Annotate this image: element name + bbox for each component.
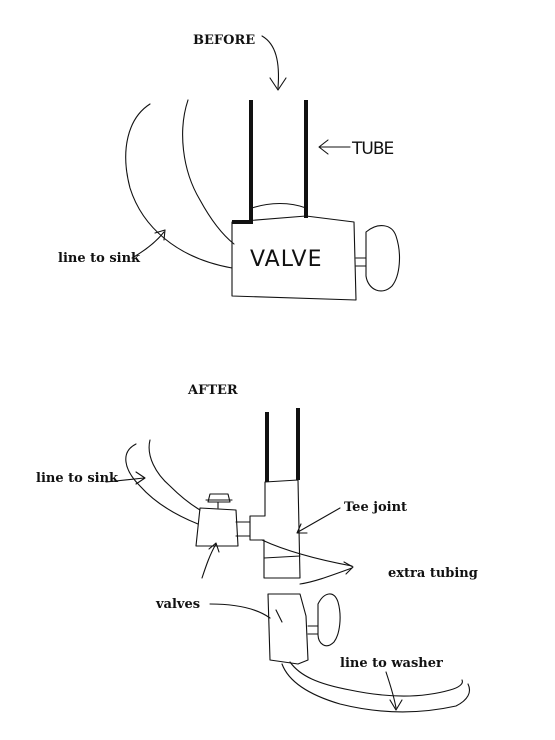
- after-heading: AFTER: [187, 383, 238, 398]
- before-sink-label-arrowhead: [154, 229, 166, 241]
- tee-joint-arrowhead: [296, 523, 308, 534]
- before-sink-label: line to sink: [58, 251, 141, 266]
- before-sink-label-arrow: [131, 231, 165, 259]
- after-side-connector: [235, 521, 251, 537]
- before-sink-line-outer: [125, 103, 233, 269]
- before-pointer-arrowhead: [269, 77, 287, 91]
- valves-arrow-upper: [201, 543, 217, 579]
- extra-tubing-arrowhead: [343, 561, 354, 575]
- tube-label-arrowhead: [318, 139, 329, 155]
- valves-arrowhead-upper: [208, 542, 220, 553]
- after-sink-label-arrowhead: [135, 471, 146, 485]
- before-heading: BEFORE: [193, 33, 255, 48]
- tee-joint-inner-line: [263, 555, 301, 559]
- tee-joint-body: [249, 479, 301, 579]
- valve-label: VALVE: [250, 247, 322, 272]
- washer-label-arrow: [385, 671, 397, 709]
- before-valve-knob: [365, 225, 401, 292]
- after-lower-valve: [267, 593, 309, 665]
- washer-line-inner: [289, 661, 463, 697]
- after-sink-label: line to sink: [36, 471, 119, 486]
- after-section: AFTER line to sink Tee joint extra tubin…: [36, 383, 478, 713]
- after-lower-valve-knob: [317, 593, 341, 647]
- before-tube-left-wall: [232, 100, 253, 224]
- after-lower-valve-stem: [307, 625, 319, 635]
- after-sink-line-outer: [125, 443, 199, 525]
- extra-tubing-arrow-bottom: [299, 567, 353, 585]
- tube-label: TUBE: [351, 139, 393, 159]
- after-sink-label-arrow: [105, 477, 145, 483]
- extra-tubing-label: extra tubing: [388, 566, 478, 581]
- before-section: BEFORE TUBE VALVE line to sink: [58, 33, 401, 301]
- before-valve-body: [231, 215, 357, 301]
- after-left-valve: [195, 507, 239, 547]
- before-pointer-arrow: [261, 35, 280, 89]
- washer-label: line to washer: [340, 656, 443, 671]
- after-left-valve-knob: [205, 493, 233, 509]
- tee-joint-label: Tee joint: [344, 500, 407, 515]
- valves-label: valves: [155, 597, 200, 612]
- extra-tubing-arrow-top: [261, 539, 353, 567]
- washer-line-outer: [281, 663, 471, 713]
- valves-arrow-lower: [209, 603, 271, 619]
- washer-label-arrowhead: [389, 699, 403, 711]
- before-sink-line-inner: [182, 99, 235, 245]
- after-sink-line-inner: [148, 439, 201, 511]
- tee-joint-arrow: [297, 507, 341, 533]
- after-lower-valve-detail: [275, 609, 283, 623]
- before-valve-stem: [355, 257, 367, 267]
- before-tube-bottom: [251, 202, 307, 209]
